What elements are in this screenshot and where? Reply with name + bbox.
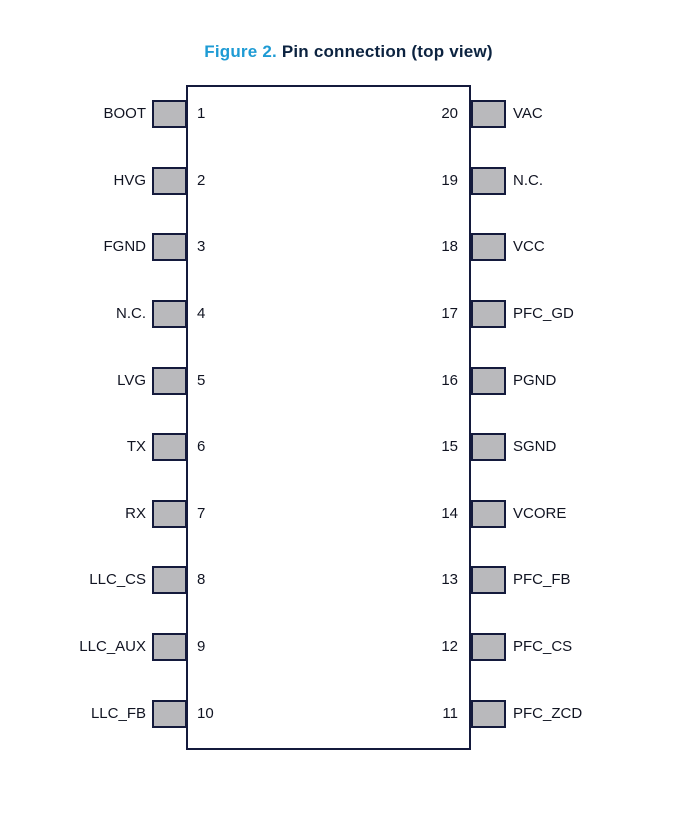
pin-row-13: 13 PFC_FB <box>0 565 697 595</box>
pin-number: 8 <box>197 571 206 588</box>
pin-number: 1 <box>197 105 206 122</box>
pin-label: VCORE <box>513 505 567 522</box>
pin-number: 2 <box>197 172 206 189</box>
ic-package-body <box>186 85 471 750</box>
pin-label: SGND <box>513 438 557 455</box>
pin-label: FGND <box>103 238 147 255</box>
pin-label: VCC <box>513 238 545 255</box>
pin-pad <box>471 500 506 528</box>
pin-row-11: 11 PFC_ZCD <box>0 699 697 729</box>
pin-row-3: FGND 3 <box>0 232 697 262</box>
figure-caption: Pin connection (top view) <box>281 42 493 61</box>
pin-label: N.C. <box>513 172 543 189</box>
pin-number: 5 <box>197 372 206 389</box>
pin-row-19: 19 N.C. <box>0 166 697 196</box>
figure-label: Figure 2. <box>204 42 277 61</box>
pin-pad <box>471 367 506 395</box>
pin-row-4: N.C. 4 <box>0 299 697 329</box>
pin-pad <box>152 433 187 461</box>
pin-pad <box>471 566 506 594</box>
pin-row-18: 18 VCC <box>0 232 697 262</box>
pin-number: 3 <box>197 238 206 255</box>
pin-number: 4 <box>197 305 206 322</box>
pin-label: PFC_CS <box>513 638 573 655</box>
pin-row-5: LVG 5 <box>0 366 697 396</box>
pin-label: PFC_GD <box>513 305 574 322</box>
pin-number: 16 <box>441 372 458 389</box>
pin-number: 20 <box>441 105 458 122</box>
pin-row-14: 14 VCORE <box>0 499 697 529</box>
pin-pad <box>471 433 506 461</box>
pin-row-17: 17 PFC_GD <box>0 299 697 329</box>
pin-number: 15 <box>441 438 458 455</box>
pin-label: LLC_CS <box>89 571 146 588</box>
pin-pad <box>152 500 187 528</box>
pin-pad <box>152 566 187 594</box>
pin-pad <box>471 100 506 128</box>
pin-pad <box>152 300 187 328</box>
pin-pad <box>152 700 187 728</box>
pin-label: PFC_FB <box>513 571 571 588</box>
pin-row-15: 15 SGND <box>0 432 697 462</box>
pin-label: LLC_FB <box>90 705 146 722</box>
pin-pad <box>152 100 187 128</box>
pin-number: 17 <box>441 305 458 322</box>
pin-pad <box>152 167 187 195</box>
pin-pad <box>152 233 187 261</box>
pin-label: PGND <box>513 372 557 389</box>
figure-title: Figure 2. Pin connection (top view) <box>0 42 697 62</box>
pin-row-1: BOOT 1 <box>0 99 697 129</box>
pin-label: BOOT <box>103 105 146 122</box>
pin-row-7: RX 7 <box>0 499 697 529</box>
pin-number: 7 <box>197 505 206 522</box>
pin-number: 12 <box>441 638 458 655</box>
pin-pad <box>471 633 506 661</box>
pin-row-9: LLC_AUX 9 <box>0 632 697 662</box>
pin-number: 6 <box>197 438 206 455</box>
pin-pad <box>471 233 506 261</box>
pin-pad <box>152 367 187 395</box>
pin-row-8: LLC_CS 8 <box>0 565 697 595</box>
pin-pad <box>471 167 506 195</box>
pin-pad <box>152 633 187 661</box>
pin-row-16: 16 PGND <box>0 366 697 396</box>
pin-row-12: 12 PFC_CS <box>0 632 697 662</box>
pin-label: LLC_AUX <box>79 638 146 655</box>
pin-label: RX <box>125 505 146 522</box>
pin-number: 14 <box>441 505 458 522</box>
pin-number: 11 <box>442 705 458 722</box>
pin-number: 10 <box>197 705 214 722</box>
pin-number: 9 <box>197 638 206 655</box>
pin-row-20: 20 VAC <box>0 99 697 129</box>
pin-row-10: LLC_FB 10 <box>0 699 697 729</box>
pin-label: LVG <box>117 372 146 389</box>
pin-row-2: HVG 2 <box>0 166 697 196</box>
pin-label: VAC <box>513 105 543 122</box>
pin-label: HVG <box>113 172 146 189</box>
pin-label: PFC_ZCD <box>513 705 583 722</box>
pin-number: 19 <box>441 172 458 189</box>
pin-row-6: TX 6 <box>0 432 697 462</box>
pin-number: 13 <box>441 571 458 588</box>
pin-label: N.C. <box>116 305 146 322</box>
pin-label: TX <box>126 438 146 455</box>
pin-pad <box>471 700 506 728</box>
pin-pad <box>471 300 506 328</box>
pin-number: 18 <box>441 238 458 255</box>
